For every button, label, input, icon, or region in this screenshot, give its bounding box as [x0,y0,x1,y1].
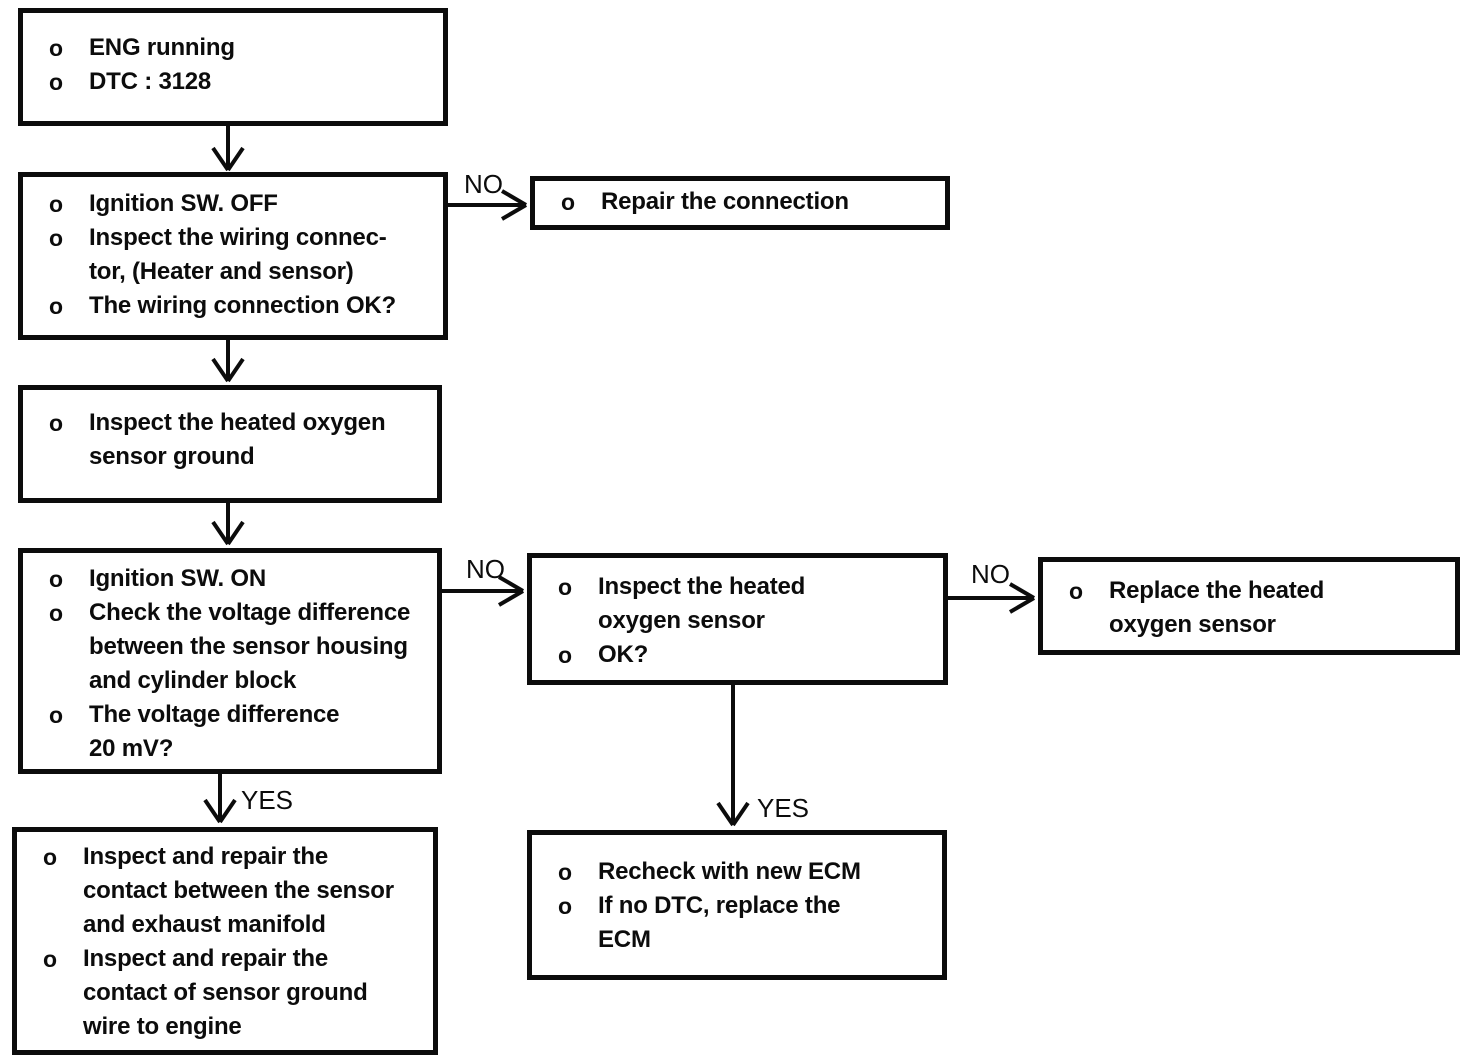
bullet-marker: o [49,191,64,217]
node-item: o Recheck with new ECM [546,855,936,889]
node-inspect-ground: o Inspect the heated oxygen sensor groun… [18,385,442,503]
node-repair-contact: o Inspect and repair the contact between… [12,827,438,1055]
node-inspect-sensor: o Inspect the heated oxygen sensor o OK? [527,553,948,685]
node-item: o The wiring connection OK? [37,289,437,323]
arrow-check-voltage-to-repair-contact [203,774,237,824]
node-item: o Inspect the heated oxygen sensor groun… [37,406,431,474]
bullet-marker: o [558,574,573,600]
bullet-marker: o [49,69,64,95]
node-item-text: DTC : 3128 [89,68,212,95]
node-item-text: Ignition SW. OFF [89,190,278,217]
node-item: o Inspect and repair the contact between… [31,840,427,942]
node-item: o Inspect the heated oxygen sensor [546,570,937,638]
arrow-inspect-ground-to-check-voltage [211,503,245,546]
node-item: o Ignition SW. OFF [37,187,437,221]
edge-label-yes-recheck-ecm: YES [757,793,810,823]
node-item-text: Check the voltage difference between the… [89,599,411,694]
bullet-marker: o [1069,578,1084,604]
edge-label-no-inspect-sensor: NO [466,554,505,584]
node-item: o If no DTC, replace the ECM [546,889,936,957]
edge-label-no-repair-connection: NO [464,169,503,199]
node-item: o ENG running [37,31,437,65]
edge-label-yes-repair-contact: YES [241,785,294,815]
node-item-text: Replace the heated oxygen sensor [1109,577,1325,638]
node-item-text: ENG running [89,34,235,61]
node-item: o Repair the connection [549,185,939,219]
bullet-marker: o [49,225,64,251]
node-item: o OK? [546,638,937,672]
node-item-text: Inspect the heated oxygen sensor [598,573,806,634]
node-item-text: Ignition SW. ON [89,565,266,592]
bullet-marker: o [49,410,64,436]
arrow-check-wiring-to-repair-connection [448,189,528,221]
node-item-text: Inspect and repair the contact between t… [83,843,394,938]
node-start: o ENG running o DTC : 3128 [18,8,448,126]
arrow-check-voltage-to-inspect-sensor [442,575,525,607]
node-item-text: Inspect and repair the contact of sensor… [83,945,368,1040]
node-check-voltage: o Ignition SW. ON o Check the voltage di… [18,548,442,774]
node-item-text: Repair the connection [601,188,849,215]
node-recheck-ecm: o Recheck with new ECM o If no DTC, repl… [527,830,947,980]
node-item: o Inspect the wiring connec- tor, (Heate… [37,221,437,289]
node-repair-connection: o Repair the connection [530,176,950,230]
bullet-marker: o [49,702,64,728]
bullet-marker: o [49,35,64,61]
bullet-marker: o [43,946,58,972]
arrow-start-to-check-wiring [211,126,245,172]
node-item: o The voltage difference 20 mV? [37,698,431,766]
bullet-marker: o [43,844,58,870]
node-item-text: Inspect the wiring connec- tor, (Heater … [89,224,387,285]
node-item: o Replace the heated oxygen sensor [1057,574,1449,642]
node-item: o Check the voltage difference between t… [37,596,431,698]
node-item-text: Recheck with new ECM [598,858,861,885]
bullet-marker: o [558,859,573,885]
bullet-marker: o [561,189,576,215]
node-item-text: If no DTC, replace the ECM [598,892,841,953]
node-item-text: The voltage difference 20 mV? [89,701,340,762]
node-item: o Inspect and repair the contact of sens… [31,942,427,1044]
node-item: o DTC : 3128 [37,65,437,99]
node-item-text: OK? [598,641,649,668]
arrow-inspect-sensor-to-recheck-ecm [716,685,750,827]
arrow-check-wiring-to-inspect-ground [211,340,245,383]
node-check-wiring: o Ignition SW. OFF o Inspect the wiring … [18,172,448,340]
bullet-marker: o [558,893,573,919]
node-replace-sensor: o Replace the heated oxygen sensor [1038,557,1460,655]
bullet-marker: o [49,293,64,319]
bullet-marker: o [49,566,64,592]
node-item-text: Inspect the heated oxygen sensor ground [89,409,386,470]
bullet-marker: o [49,600,64,626]
node-item: o Ignition SW. ON [37,562,431,596]
arrow-inspect-sensor-to-replace-sensor [948,582,1036,614]
node-item-text: The wiring connection OK? [89,292,397,319]
bullet-marker: o [558,642,573,668]
edge-label-no-replace-sensor: NO [971,559,1010,589]
